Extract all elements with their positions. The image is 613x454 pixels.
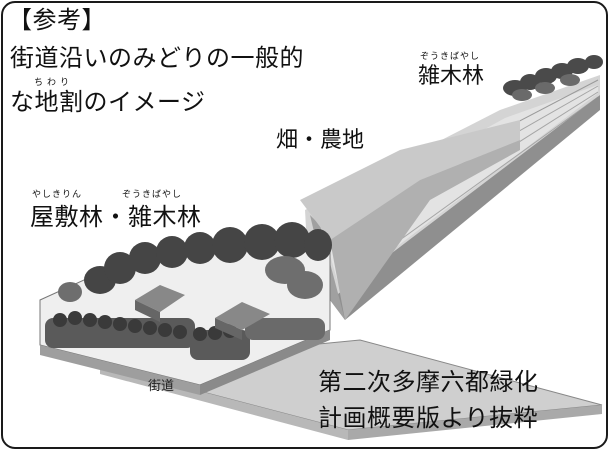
source-line1: 第二次多摩六都緑化 bbox=[318, 368, 539, 396]
label-estate: 屋敷林・雑木林 bbox=[28, 203, 204, 231]
title-line2-post: のイメージ bbox=[83, 88, 206, 116]
frame-border bbox=[1, 1, 608, 449]
ruby-row: やしきりん ぞうきばやし bbox=[30, 190, 214, 202]
source-line2: 計画概要版より抜粋 bbox=[318, 404, 539, 432]
far-woods bbox=[503, 55, 603, 101]
title-line1: 街道沿いのみどりの一般的 bbox=[10, 44, 304, 72]
heading: 【参考】 bbox=[8, 6, 106, 34]
title-line2-pre: な bbox=[10, 88, 35, 116]
front-hedge bbox=[45, 318, 325, 360]
ruby-far-woods: ぞうきばやし bbox=[418, 52, 483, 62]
title-line2-jiwari: 地割 bbox=[34, 88, 84, 116]
ruby-jiwari: ちわり bbox=[34, 78, 74, 88]
label-far-woods: 雑木林 bbox=[416, 64, 487, 90]
houses bbox=[135, 285, 270, 340]
ruby-zoukibayashi: ぞうきばやし bbox=[122, 190, 183, 200]
title-line2: な地割のイメージ bbox=[10, 88, 206, 116]
estate-forest bbox=[84, 222, 332, 294]
label-road: 街道 bbox=[148, 379, 175, 394]
label-fields: 畑・農地 bbox=[274, 128, 367, 154]
ruby-yashikirin: やしきりん bbox=[32, 190, 83, 200]
